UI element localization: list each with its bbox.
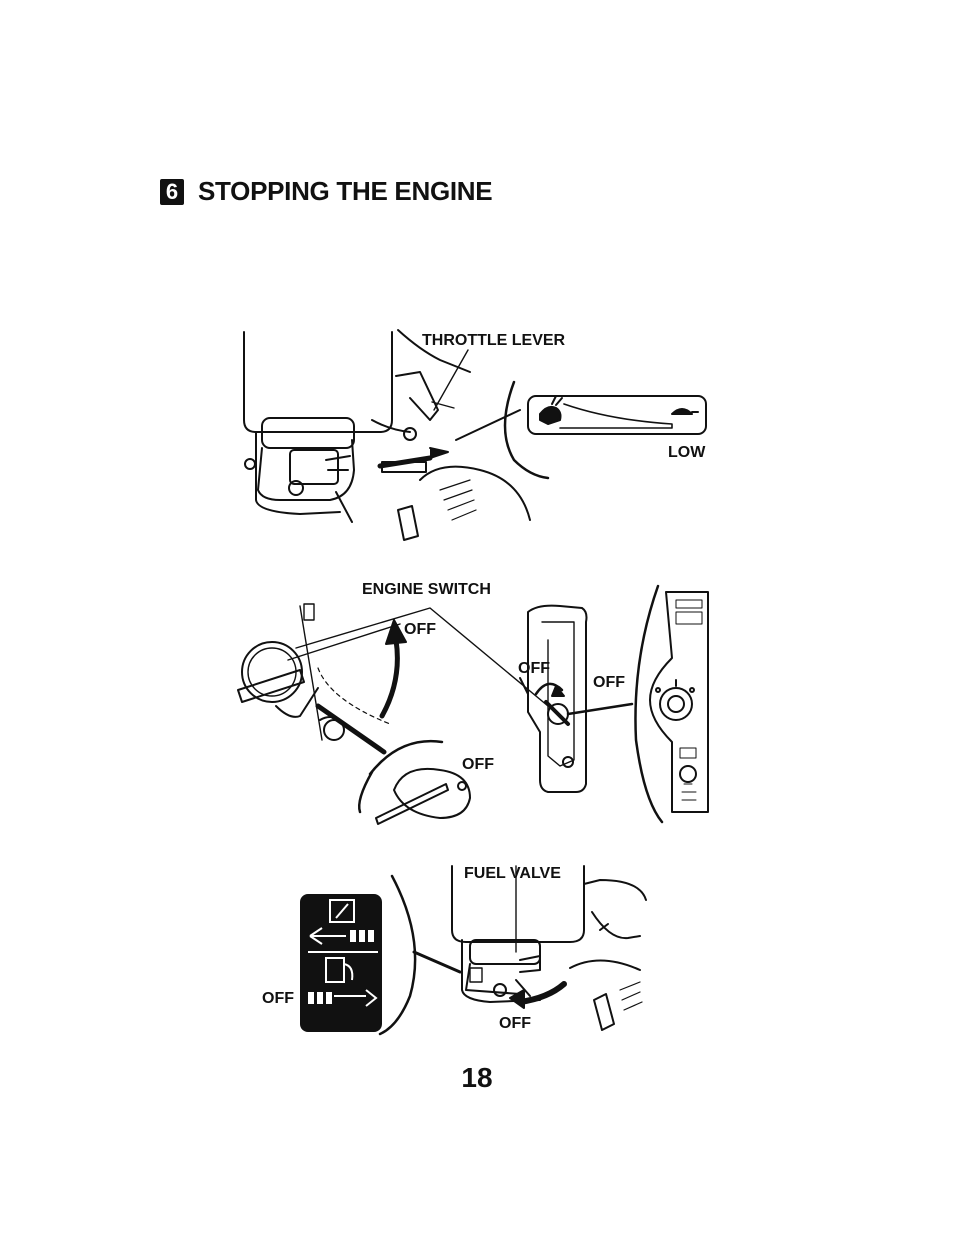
off-label-left: OFF — [404, 621, 436, 638]
off-label-panel: OFF — [593, 674, 625, 691]
throttle-lever-label: THROTTLE LEVER — [422, 332, 566, 349]
section-heading: 6 STOPPING THE ENGINE — [160, 176, 493, 207]
page-number: 18 — [461, 1062, 493, 1093]
page-title: STOPPING THE ENGINE — [198, 176, 493, 206]
throttle-figure — [243, 329, 707, 541]
fuel-off-label-engine: OFF — [499, 1015, 531, 1032]
step-number-badge: 6 — [160, 178, 184, 205]
off-label-plate: OFF — [518, 660, 550, 677]
fuel-valve-label: FUEL VALVE — [464, 865, 561, 882]
fuel-valve-figure — [378, 865, 647, 1036]
engine-switch-figure — [237, 584, 709, 825]
fuel-panel — [300, 894, 382, 1032]
engine-switch-label: ENGINE SWITCH — [362, 581, 491, 598]
fuel-off-label-panel: OFF — [262, 990, 294, 1007]
off-label-dial: OFF — [462, 756, 494, 773]
low-position-label: LOW — [668, 444, 706, 461]
